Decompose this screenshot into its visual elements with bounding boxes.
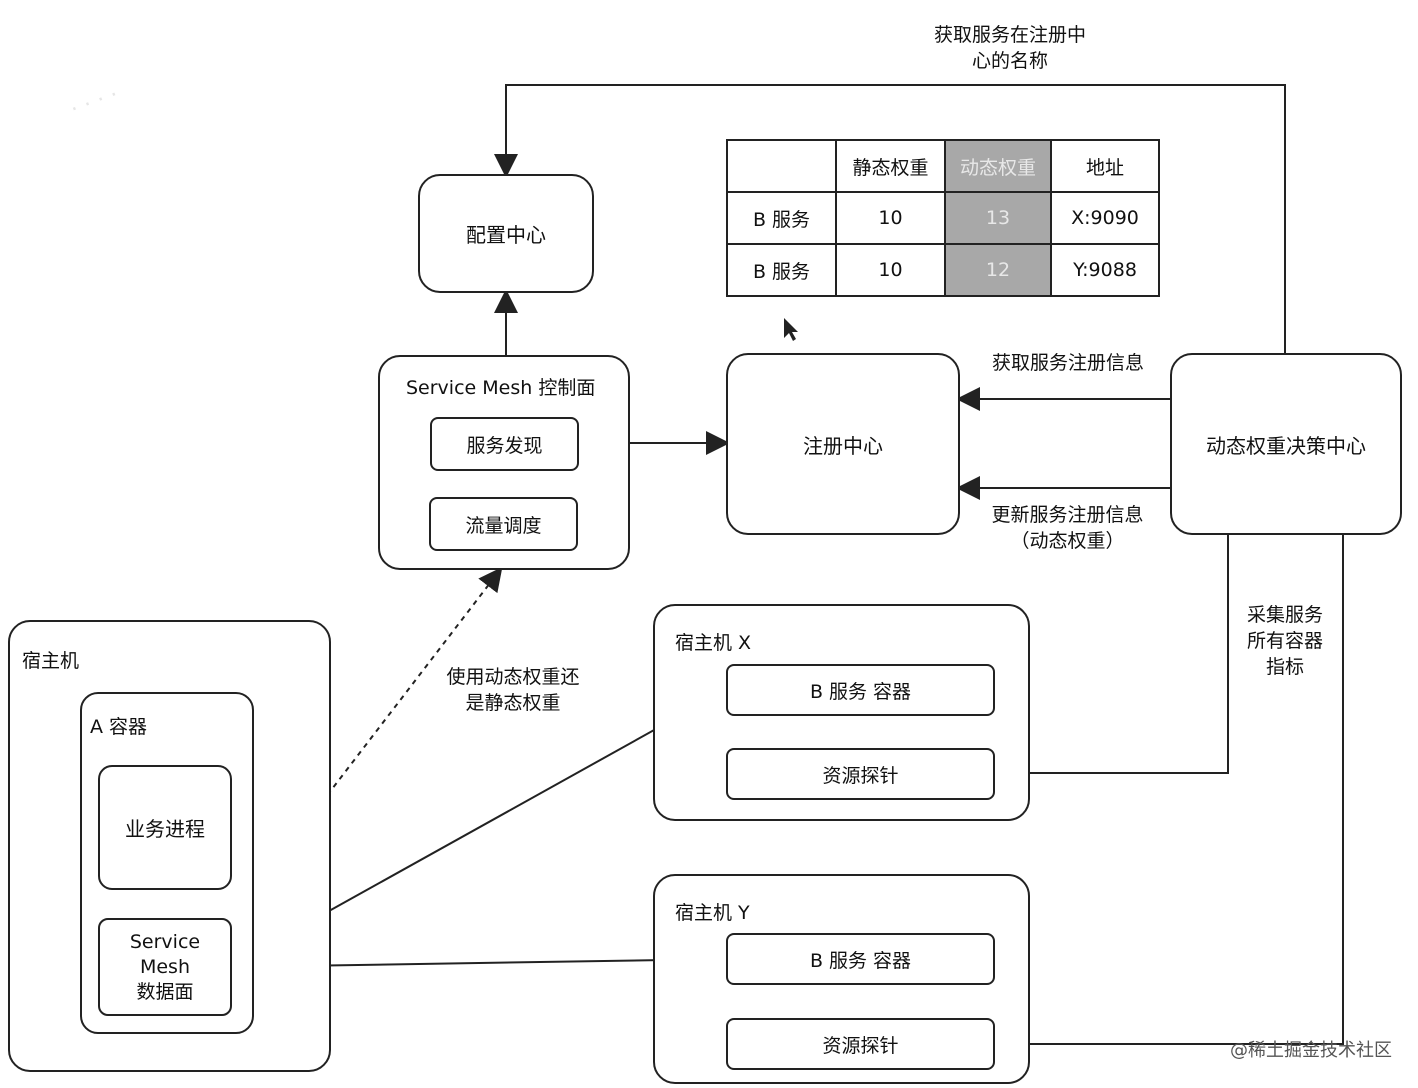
table-header-cell: 静态权重	[835, 139, 946, 193]
service-discovery-label: 服务发现	[466, 434, 543, 457]
table-header-cell: 地址	[1050, 139, 1160, 193]
table-cell: Y:9088	[1050, 243, 1160, 297]
edge-collect-x	[992, 535, 1229, 785]
host-x-label: 宿主机 X	[675, 632, 752, 654]
table-cell: B 服务	[726, 191, 837, 245]
table-row: B 服务 10 13 X:9090	[726, 191, 1160, 245]
table-cell: X:9090	[1050, 191, 1160, 245]
service-discovery-node: 服务发现	[430, 417, 579, 471]
table-header-cell: 动态权重	[944, 139, 1052, 193]
edge-collect-y	[992, 535, 1344, 1056]
registry-node: 注册中心	[726, 353, 960, 535]
table-cell: 12	[944, 243, 1052, 297]
container-a-label: A 容器	[90, 716, 148, 738]
table-cell: 10	[835, 243, 946, 297]
table-row: B 服务 10 12 Y:9088	[726, 243, 1160, 297]
host-x-container-label: B 服务 容器	[809, 680, 912, 703]
table-cell: B 服务	[726, 243, 837, 297]
weights-table: 静态权重 动态权重 地址 B 服务 10 13 X:9090 B 服务 10 1…	[726, 139, 1160, 297]
credit-text: @稀土掘金技术社区	[1230, 1040, 1392, 1061]
decision-center-label: 动态权重决策中心	[1206, 433, 1366, 458]
host-y-label: 宿主机 Y	[675, 902, 750, 924]
host-x-probe-label: 资源探针	[822, 764, 899, 787]
host-y-container-label: B 服务 容器	[809, 949, 912, 972]
config-center-label: 配置中心	[466, 223, 546, 247]
host-y-probe-label: 资源探针	[822, 1034, 899, 1057]
host-y-container-node: B 服务 容器	[726, 933, 995, 985]
edge-label-collect: 采集服务 所有容器 指标	[1246, 604, 1323, 678]
host-x-container-node: B 服务 容器	[726, 664, 995, 716]
traffic-scheduling-label: 流量调度	[465, 514, 542, 537]
edge-label-get-name: 获取服务在注册中 心的名称	[933, 24, 1086, 72]
table-header-cell	[726, 139, 837, 193]
host-y-probe-node: 资源探针	[726, 1018, 995, 1070]
business-process-label: 业务进程	[125, 817, 205, 841]
data-plane-node: Service Mesh 数据面	[98, 918, 232, 1016]
business-process-node: 业务进程	[98, 765, 232, 890]
decision-center-node: 动态权重决策中心	[1170, 353, 1402, 535]
table-cell: 10	[835, 191, 946, 245]
control-plane-label: Service Mesh 控制面	[406, 377, 596, 399]
edge-get-name	[494, 84, 1286, 355]
table-header-row: 静态权重 动态权重 地址	[726, 139, 1160, 193]
data-plane-label: Service Mesh 数据面	[129, 930, 201, 1003]
edge-label-get-info: 获取服务注册信息	[991, 352, 1144, 374]
registry-label: 注册中心	[803, 433, 883, 458]
edge-label-update-info: 更新服务注册信息 （动态权重）	[991, 504, 1144, 552]
config-center-node: 配置中心	[418, 174, 594, 293]
table-cell: 13	[944, 191, 1052, 245]
edge-label-restore: 使用动态权重还 是静态权重	[446, 666, 580, 714]
cursor-icon	[784, 318, 798, 341]
traffic-scheduling-node: 流量调度	[429, 497, 578, 551]
host-x-probe-node: 资源探针	[726, 748, 995, 800]
host-a-label: 宿主机	[22, 650, 80, 672]
